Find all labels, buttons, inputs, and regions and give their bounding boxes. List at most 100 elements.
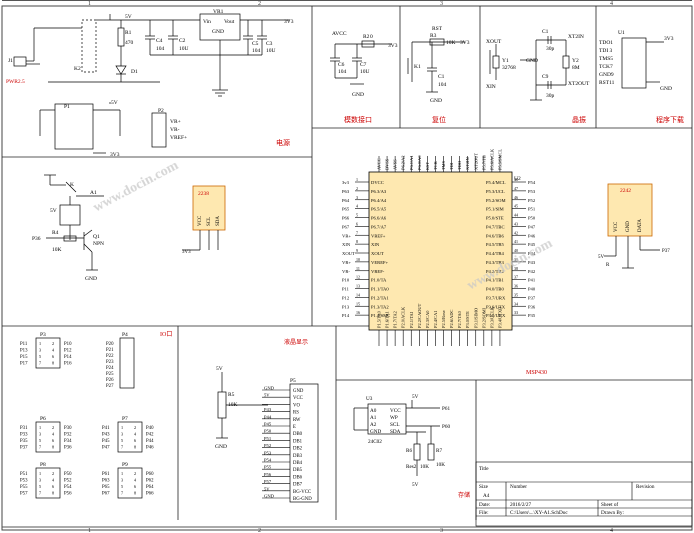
mcu-pin-label: RST — [425, 162, 430, 170]
svg-text:TDI 3: TDI 3 — [599, 48, 613, 54]
mcu-pin-number: 47 — [514, 186, 518, 191]
mcu-pin-label: DVSS — [385, 158, 390, 170]
svg-text:3: 3 — [440, 1, 443, 7]
svg-text:Vin: Vin — [203, 19, 211, 25]
mcu-pin-number: 43 — [514, 221, 518, 226]
mcu-pin-number: 7 — [356, 230, 358, 235]
lcd-net-label: P50 — [264, 429, 272, 434]
mcu-pin-label: TDI — [449, 162, 454, 170]
svg-text:P20: P20 — [106, 342, 114, 347]
mcu-pin-label: TDO — [457, 161, 462, 170]
mcu-pin-number: 2 — [356, 186, 358, 191]
svg-text:P22: P22 — [106, 354, 114, 359]
lcd-net-label: 5V — [264, 486, 270, 491]
mcu-pin-label: TMS — [441, 160, 446, 170]
svg-text:104: 104 — [438, 82, 447, 88]
mcu-net-label: P40 — [528, 287, 536, 292]
svg-text:VR1: VR1 — [213, 9, 224, 15]
svg-text:P25: P25 — [106, 372, 114, 377]
io-header-ref: P7 — [122, 416, 128, 422]
io-pin-number: 2 — [134, 425, 136, 430]
io-pin-number: 4 — [134, 432, 137, 437]
mcu-pin-number: 36 — [514, 284, 518, 289]
io-pin-label: P11 — [20, 342, 28, 347]
mcu-pin-label: P2.4/CA1 — [433, 311, 438, 328]
svg-text:104: 104 — [338, 69, 347, 75]
io-pin-label: P57 — [20, 492, 28, 497]
io-pin-number: 3 — [39, 432, 41, 437]
mcu-net-label: P50 — [528, 216, 536, 221]
io-pin-number: 4 — [52, 432, 55, 437]
mcu-pin-number: 5 — [356, 213, 358, 218]
mcu-net-label: VR+ — [342, 233, 351, 238]
io-pin-label: P30 — [64, 426, 72, 431]
mcu-net-label: P36 — [528, 304, 536, 309]
io-pin-number: 3 — [121, 432, 123, 437]
svg-text:XT2OUT: XT2OUT — [568, 81, 590, 87]
svg-text:4: 4 — [610, 528, 613, 533]
mcu-pin-number: 33 — [514, 310, 518, 315]
crystal-section — [489, 36, 570, 101]
io-pin-number: 6 — [134, 484, 136, 489]
svg-text:3: 3 — [440, 528, 443, 533]
mcu-pin-label: P4.0/TB0 — [486, 287, 504, 292]
mcu-pin-label: P1.4/SMC — [371, 313, 390, 318]
svg-text:3V3: 3V3 — [388, 43, 398, 49]
svg-text:1: 1 — [88, 1, 91, 7]
mcu-pin-number: 6 — [356, 221, 358, 226]
reset-labels: RST R3 10K K1 C1 104 GND 3V3 复位 — [414, 26, 470, 124]
svg-text:XIN: XIN — [486, 84, 496, 90]
svg-text:3V3: 3V3 — [460, 40, 470, 46]
mcu-pin-label: P4.4/TB4 — [486, 251, 504, 256]
mcu-pin-number: 16 — [356, 310, 360, 315]
svg-text:C5: C5 — [252, 41, 259, 47]
mcu-net-label: P44 — [528, 251, 536, 256]
mcu-pin-number: 39 — [514, 257, 518, 262]
mcu-pin-label: P5.1/SIM — [486, 207, 504, 212]
svg-text:Number: Number — [510, 484, 527, 490]
io-pin-number: 2 — [52, 471, 54, 476]
mcu-net-label: P45 — [528, 242, 536, 247]
io-pin-label: P66 — [146, 492, 154, 497]
svg-text:5V: 5V — [216, 366, 223, 372]
io-pin-number: 2 — [52, 425, 54, 430]
io-pin-number: 8 — [134, 491, 136, 496]
reset-section — [407, 38, 465, 93]
mcu-pin-label: P1.3/TA2 — [371, 304, 389, 309]
io-pin-number: 2 — [134, 471, 136, 476]
io-pin-label: P10 — [64, 342, 72, 347]
mcu-net-label: P35 — [528, 313, 536, 318]
mcu-pin-label: P1.2/TA1 — [371, 295, 389, 300]
mcu-net-label: P42 — [528, 269, 536, 274]
svg-text:GND: GND — [212, 29, 224, 35]
svg-text:P1: P1 — [64, 104, 70, 110]
svg-text:104: 104 — [252, 48, 261, 54]
svg-text:R1: R1 — [125, 30, 132, 36]
mcu-pin-label: VREF- — [371, 269, 385, 274]
mcu-pin-label: P2.6/ADC — [449, 310, 454, 328]
svg-text:10K: 10K — [52, 247, 62, 253]
lcd-pin-label: GND — [293, 389, 304, 394]
io-pin-label: P61 — [102, 472, 110, 477]
lcd-net-label: P45 — [264, 422, 272, 427]
io-pin-label: P60 — [146, 472, 154, 477]
svg-text:程序下载: 程序下载 — [656, 115, 684, 124]
svg-text:RST: RST — [432, 26, 443, 32]
mcu-net-label: P10 — [342, 278, 350, 283]
svg-text:VR-: VR- — [170, 127, 180, 133]
lcd-pin-label: VCC — [293, 396, 303, 401]
io-pin-number: 3 — [39, 348, 41, 353]
io-pin-label: P50 — [64, 472, 72, 477]
svg-text:GND: GND — [352, 92, 364, 98]
svg-text:Q1: Q1 — [93, 234, 100, 240]
mcu-net-label: 3v3 — [342, 180, 350, 185]
svg-text:GND: GND — [430, 98, 442, 104]
mcu-pin-label: P4.7/TBC — [486, 224, 505, 229]
io-pin-label: P45 — [102, 439, 110, 444]
svg-text:5V: 5V — [598, 255, 605, 260]
io-pin-label: P17 — [20, 362, 28, 367]
svg-text:NPN: NPN — [93, 241, 104, 247]
mcu-pin-label: P1.0/TA — [371, 278, 387, 283]
svg-text:TCK7: TCK7 — [599, 64, 613, 70]
svg-text:IO口: IO口 — [160, 331, 172, 338]
